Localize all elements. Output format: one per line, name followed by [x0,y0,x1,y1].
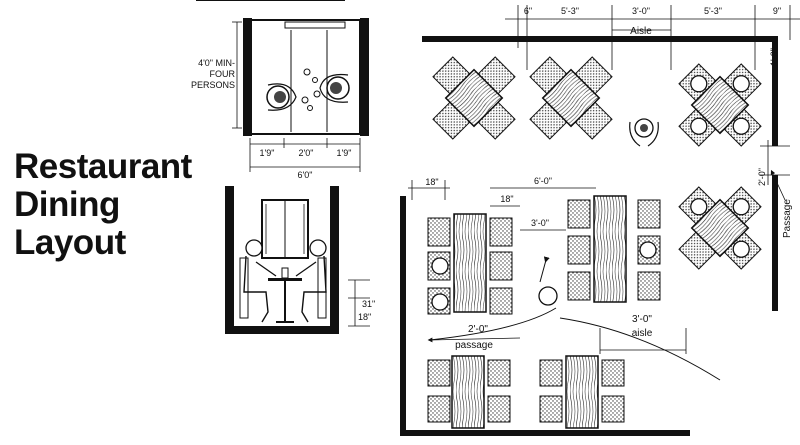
title-line-3: Layout [14,223,126,262]
dim-18in-mid: 18" [500,194,513,204]
booth-seg-right: 1'9" [337,148,352,158]
person-icon [295,239,327,323]
dim-1ft3-vertical: 1'-3" [769,48,779,66]
diagonal-table-2 [529,56,613,140]
aisle-width-label: 3'-0" [632,314,652,325]
dim-3ft-mid: 3'-0" [531,218,549,228]
lower-dining-area: 18" 6'-0" 18" 3'-0" [400,176,721,436]
booth-total-width: 6'0" [298,170,313,180]
aisle-label: aisle [632,328,653,339]
booth-elevation-view: 31" 18" [225,186,375,334]
person-icon [319,73,350,103]
table-height-label: 31" [362,299,375,309]
title-line-2: Dining [14,185,120,224]
diagonal-table-4-occupied [678,186,762,270]
booth-depth-label-2: FOUR [210,69,236,79]
passage-label-vertical: Passage [782,199,793,238]
booth-seg-left: 1'9" [260,148,275,158]
dim-5ft3-left: 5'-3" [561,6,579,16]
booth-seg-mid: 2'0" [299,148,314,158]
person-icon [266,83,297,111]
diagonal-table-1 [432,56,516,140]
title-line-1: Restaurant [14,147,192,186]
dim-6ft: 6'-0" [534,176,552,186]
aisle-label-top: Aisle [630,26,652,37]
diagram-title: Restaurant Dining Layout [14,148,214,262]
dim-18in-left: 18" [425,177,438,187]
booth-depth-label: 4'0" MIN- [198,58,235,68]
dim-6in: 6" [524,6,532,16]
top-dimension-strip: 6" 5'-3" 3'-0" 5'-3" 9" Aisle 2'-0" Pass… [422,5,800,311]
booth-depth-label-3: PERSONS [191,80,235,90]
waiter-icon [629,118,659,147]
dim-5ft3-right: 5'-3" [704,6,722,16]
person-icon [243,239,277,323]
dim-9in: 9" [773,6,781,16]
dim-2ft-vertical: 2'-0" [757,168,767,186]
passage-width-label: 2'-0" [468,324,488,335]
seat-height-label: 18" [358,312,371,322]
diagonal-table-3-occupied [678,63,762,147]
dim-3ft: 3'-0" [632,6,650,16]
booth-plan-view: 4'0" MIN- FOUR PERSONS 1'9" 2'0" 1'9" 6'… [191,0,369,180]
passage-label: passage [455,340,493,351]
